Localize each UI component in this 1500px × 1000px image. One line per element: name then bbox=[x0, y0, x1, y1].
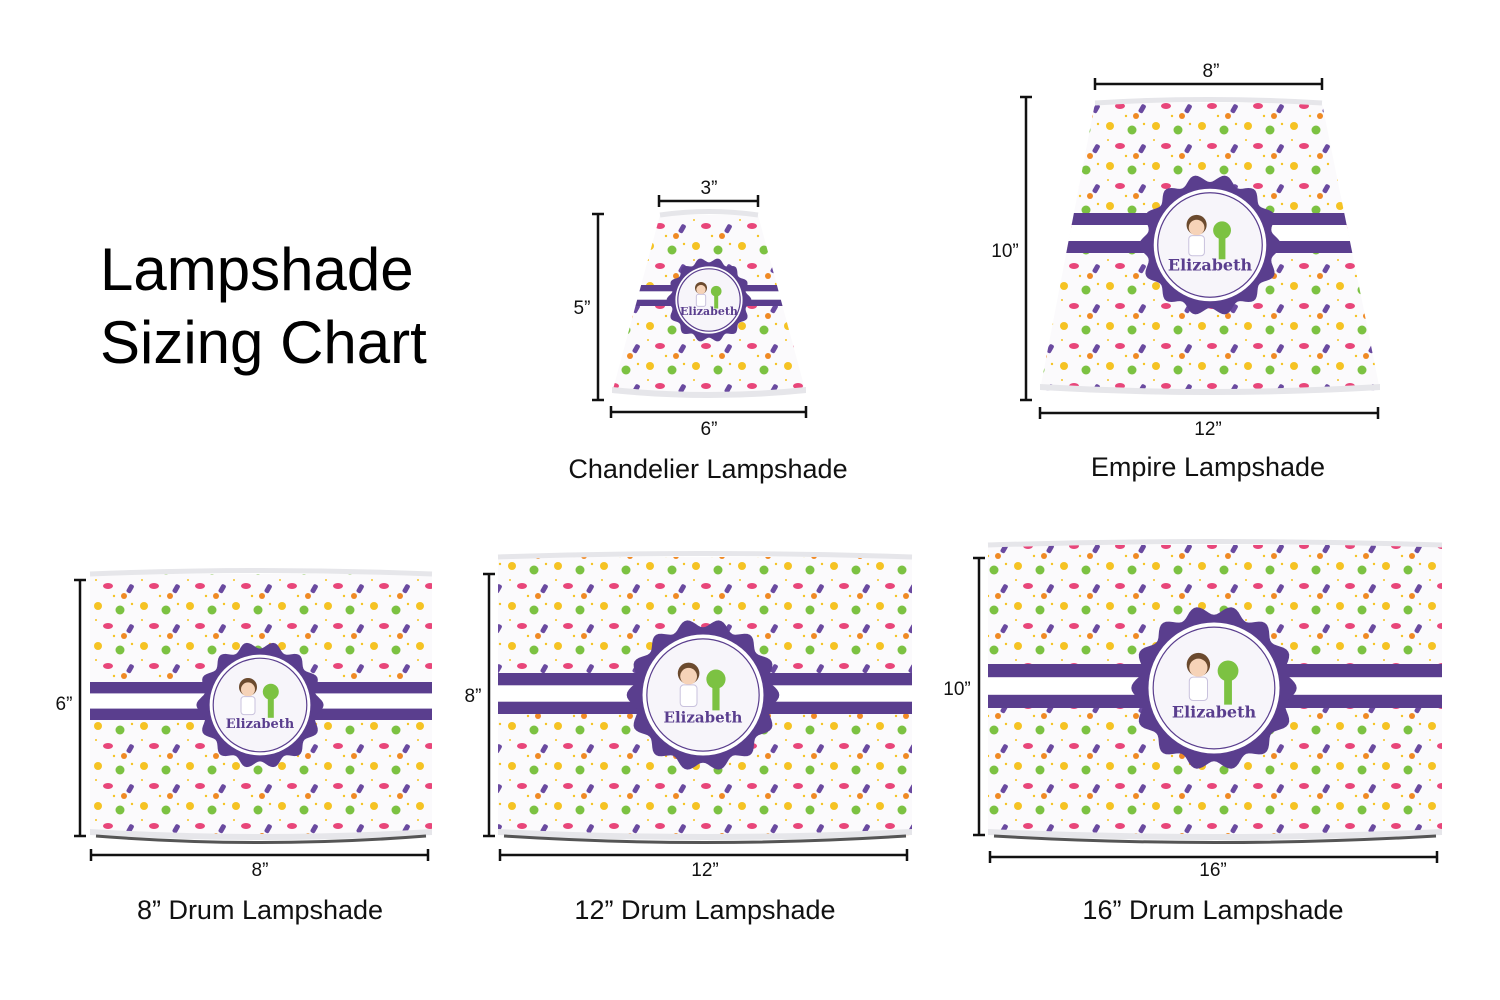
title-line-2: Sizing Chart bbox=[100, 309, 427, 376]
drum16-lampshade: Elizabeth bbox=[987, 539, 1443, 844]
bottom-rim bbox=[612, 387, 806, 398]
personalized-name: Elizabeth bbox=[680, 305, 738, 318]
chandelier-caption: Chandelier Lampshade bbox=[568, 454, 847, 484]
chandelier-height: 5” bbox=[574, 298, 591, 319]
drum16-caption: 16” Drum Lampshade bbox=[1082, 895, 1343, 925]
chandelier-top-width: 3” bbox=[701, 178, 718, 199]
drum16-bottom-width: 16” bbox=[1199, 860, 1226, 881]
empire-dimensions: 8” 10” 12” Empire Lampshade bbox=[991, 61, 1380, 482]
drum12-height: 8” bbox=[465, 686, 482, 707]
chandelier-dimensions: 3” 5” 6” Chandelier Lampshade bbox=[568, 178, 847, 484]
bottom-rim bbox=[1040, 384, 1380, 395]
drum8-caption: 8” Drum Lampshade bbox=[137, 895, 383, 925]
empire-lampshade: Elizabeth bbox=[1040, 97, 1380, 395]
title-line-1: Lampshade bbox=[100, 236, 414, 303]
alien-icon bbox=[706, 669, 726, 689]
drum8-height: 6” bbox=[56, 694, 73, 715]
drum16-height: 10” bbox=[943, 679, 970, 700]
bottom-rim bbox=[90, 829, 432, 840]
top-rim bbox=[1094, 97, 1323, 106]
personalized-name: Elizabeth bbox=[664, 708, 743, 726]
top-rim bbox=[987, 539, 1443, 548]
empire-bottom-width: 12” bbox=[1194, 419, 1221, 440]
empire-caption: Empire Lampshade bbox=[1091, 452, 1325, 482]
chandelier-lampshade: Elizabeth bbox=[612, 209, 806, 398]
bottom-rim bbox=[988, 829, 1442, 840]
bottom-rim bbox=[498, 829, 912, 840]
personalized-name: Elizabeth bbox=[226, 717, 295, 732]
drum12-bottom-width: 12” bbox=[691, 860, 718, 881]
drum12-lampshade: Elizabeth bbox=[497, 551, 913, 844]
alien-icon bbox=[262, 683, 279, 700]
drum8-bottom-width: 8” bbox=[252, 860, 269, 881]
personalized-name: Elizabeth bbox=[1168, 255, 1253, 274]
top-rim bbox=[659, 209, 759, 218]
top-rim bbox=[497, 551, 913, 560]
drum16-dimensions: 10” 16” 16” Drum Lampshade bbox=[943, 556, 1439, 925]
drum8-dimensions: 6” 8” 8” Drum Lampshade bbox=[56, 578, 430, 925]
drum12-dimensions: 8” 12” 12” Drum Lampshade bbox=[465, 572, 909, 925]
alien-icon bbox=[710, 285, 722, 297]
empire-top-width: 8” bbox=[1203, 61, 1220, 82]
drum8-lampshade: Elizabeth bbox=[89, 568, 433, 844]
personalized-name: Elizabeth bbox=[1172, 703, 1257, 722]
top-rim bbox=[89, 568, 433, 577]
drum12-caption: 12” Drum Lampshade bbox=[574, 895, 835, 925]
chandelier-bottom-width: 6” bbox=[701, 419, 718, 440]
alien-icon bbox=[1213, 221, 1231, 240]
empire-height: 10” bbox=[991, 241, 1018, 262]
alien-icon bbox=[1217, 660, 1239, 682]
